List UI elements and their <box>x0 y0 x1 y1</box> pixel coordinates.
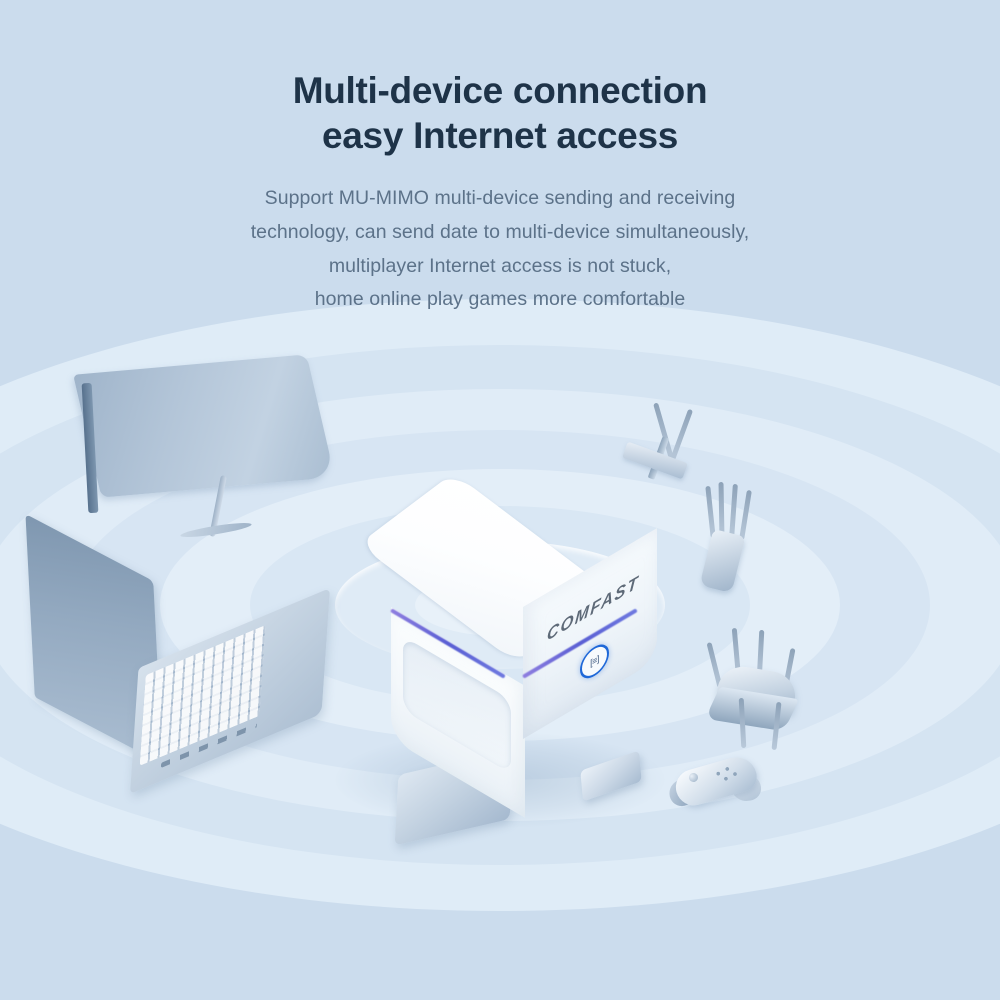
headline-line-1: Multi-device connection <box>292 70 708 111</box>
antenna <box>739 489 752 541</box>
subcopy: Support MU-MIMO multi-device sending and… <box>0 182 1000 317</box>
wifi-extender <box>688 480 778 600</box>
led-status-badge: [≡] <box>580 638 609 685</box>
subcopy-line-4: home online play games more comfortable <box>314 288 686 311</box>
monitor-screen <box>73 354 335 498</box>
subcopy-line-1: Support MU-MIMO multi-device sending and… <box>264 187 736 210</box>
product-scene: COMFAST [≡] <box>0 275 1000 1000</box>
curved-monitor <box>60 354 340 570</box>
antenna <box>669 408 694 462</box>
hero-text-block: Multi-device connection easy Internet ac… <box>0 0 1000 317</box>
laptop <box>25 513 331 794</box>
cube-vent-groove <box>403 636 511 774</box>
comfast-cube-router: COMFAST [≡] <box>358 470 673 818</box>
subcopy-line-2: technology, can send date to multi-devic… <box>250 220 750 243</box>
page-title: Multi-device connection easy Internet ac… <box>0 0 1000 158</box>
badge-glyph: [≡] <box>590 653 599 669</box>
extender-body <box>699 528 746 594</box>
subcopy-line-3: multiplayer Internet access is not stuck… <box>328 254 672 277</box>
game-controller <box>665 745 775 820</box>
gaming-router <box>690 620 840 765</box>
antenna <box>729 483 738 539</box>
headline-line-2: easy Internet access <box>321 115 678 157</box>
